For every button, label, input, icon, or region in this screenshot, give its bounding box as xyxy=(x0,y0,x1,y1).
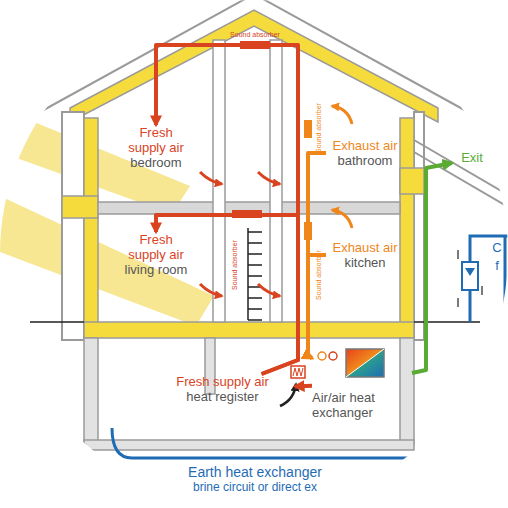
node-subtext: bathroom xyxy=(326,153,404,168)
heat-exchanger-core xyxy=(345,348,385,378)
cut-off-label: C xyxy=(492,241,501,254)
exchanger-plate xyxy=(346,349,384,377)
node-heading: Fresh supply air xyxy=(120,125,192,155)
node-heading: Exhaust air xyxy=(326,138,404,153)
valve-symbol xyxy=(465,268,475,276)
airflow-arrow xyxy=(200,172,222,184)
node-text-group: Fresh supply airheat register xyxy=(150,374,295,404)
fan-symbol xyxy=(318,352,326,360)
node-heading: Fresh supply air xyxy=(150,374,295,389)
basement-wall xyxy=(84,338,98,444)
sound-absorber-label: Sound absorber xyxy=(315,103,322,153)
node-subtext: kitchen xyxy=(326,255,404,270)
cut-off-label: f xyxy=(495,259,499,272)
valve-symbol xyxy=(462,262,478,290)
airflow-arrow xyxy=(332,106,352,124)
airflow-arrow xyxy=(258,284,280,296)
room-label-box: Exhaust airkitchen xyxy=(326,240,404,270)
sound-absorber-label: Sound absorber xyxy=(315,250,322,300)
air-duct-connector xyxy=(156,215,298,374)
earth-pipe xyxy=(112,428,420,458)
outer-wall xyxy=(414,112,424,340)
basement-floor xyxy=(84,440,414,450)
node-text-group: Fresh supply airbedroom xyxy=(120,125,192,170)
node-subtext: brine circuit or direct ex xyxy=(150,480,360,494)
heat-exchanger-box: Air/air heat exchanger xyxy=(312,346,412,422)
airflow-arrow xyxy=(332,210,352,228)
earth-exchanger-box: Earth heat exchangerbrine circuit or dir… xyxy=(150,464,360,496)
staircase xyxy=(248,228,262,320)
node-heading: Air/air heat exchanger xyxy=(312,390,412,420)
airflow-arrow xyxy=(200,284,222,296)
node-subtext: living room xyxy=(120,262,192,277)
node-text-group: Air/air heat exchanger xyxy=(312,346,412,420)
node-text-group: Earth heat exchangerbrine circuit or dir… xyxy=(150,464,360,494)
node-text-group: Fresh supply airliving room xyxy=(120,232,192,277)
node-text-group: Exit xyxy=(452,150,492,165)
heat-register-symbol xyxy=(291,366,305,378)
heat-register-box: Fresh supply airheat register xyxy=(150,374,295,404)
floor-insulation xyxy=(84,322,414,338)
sound-absorber-label: Sound absorber xyxy=(230,31,280,38)
airflow-arrow xyxy=(258,172,280,184)
ground-line xyxy=(30,321,480,323)
air-duct-connector xyxy=(295,384,312,389)
annex-roof xyxy=(414,140,508,207)
heat-register-symbol xyxy=(293,368,303,376)
roof-insulation xyxy=(70,10,438,122)
node-subtext: bedroom xyxy=(120,155,192,170)
room-label-box: Fresh supply airliving room xyxy=(120,232,192,277)
air-duct-connector xyxy=(156,45,298,374)
air-duct-connector xyxy=(308,153,326,358)
node-text-group: Exhaust airkitchen xyxy=(326,240,404,270)
node-heading: Exhaust air xyxy=(326,240,404,255)
basement-wall xyxy=(400,338,414,444)
node-subtext: heat register xyxy=(150,389,295,404)
node-text-group: Exhaust airbathroom xyxy=(326,138,404,168)
sound-absorber-label: Sound absorber xyxy=(231,240,238,290)
room-label-box: Exhaust airbathroom xyxy=(326,138,404,168)
node-heading: Fresh supply air xyxy=(120,232,192,262)
outer-wall xyxy=(62,112,84,340)
node-heading: Exit xyxy=(452,150,492,165)
room-label-box: Fresh supply airbedroom xyxy=(120,125,192,170)
fan-symbol xyxy=(329,352,337,360)
exit-box: Exit xyxy=(452,150,492,168)
leader-arrow xyxy=(280,384,296,406)
window xyxy=(400,168,424,194)
air-duct-connector xyxy=(412,163,452,373)
wall-insulation xyxy=(84,118,98,324)
heat-exchanger-core xyxy=(346,349,384,377)
wall-insulation xyxy=(400,118,414,324)
sound-absorber xyxy=(304,120,312,138)
node-heading: Earth heat exchanger xyxy=(150,464,360,480)
window xyxy=(62,196,98,218)
